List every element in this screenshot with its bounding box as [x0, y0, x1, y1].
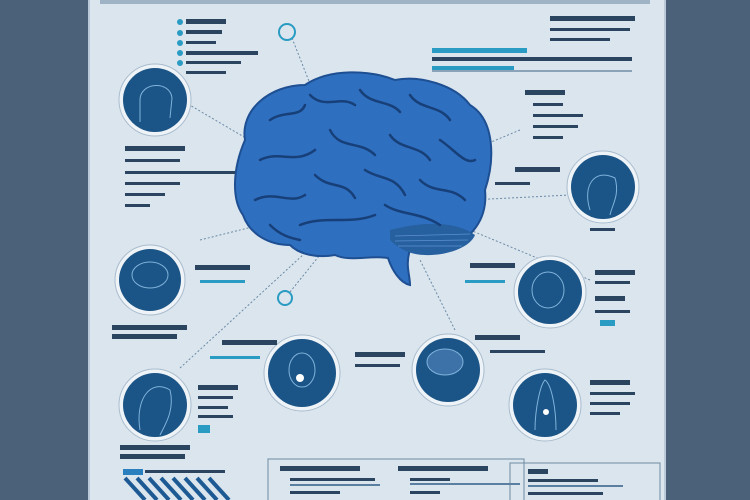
head-profile-icon: [118, 63, 192, 137]
body-figure-icon: [508, 368, 582, 442]
brain-hand-icon: [513, 255, 587, 329]
head-outline-icon: [566, 150, 640, 224]
hatch-pattern: [123, 476, 231, 500]
icon-circles: [114, 63, 640, 442]
text-blocks: [112, 16, 635, 475]
head-side-icon: [118, 368, 192, 442]
ring-marker: [278, 23, 296, 41]
brain-head-icon: [411, 333, 485, 407]
top-divider: [100, 0, 650, 4]
brain-illustration: [234, 71, 493, 287]
ring-marker: [277, 290, 293, 306]
info-box: [267, 458, 525, 500]
head-front-icon: [263, 334, 341, 412]
brain-profile-icon: [114, 244, 186, 316]
bottom-info-boxes: [267, 458, 661, 500]
